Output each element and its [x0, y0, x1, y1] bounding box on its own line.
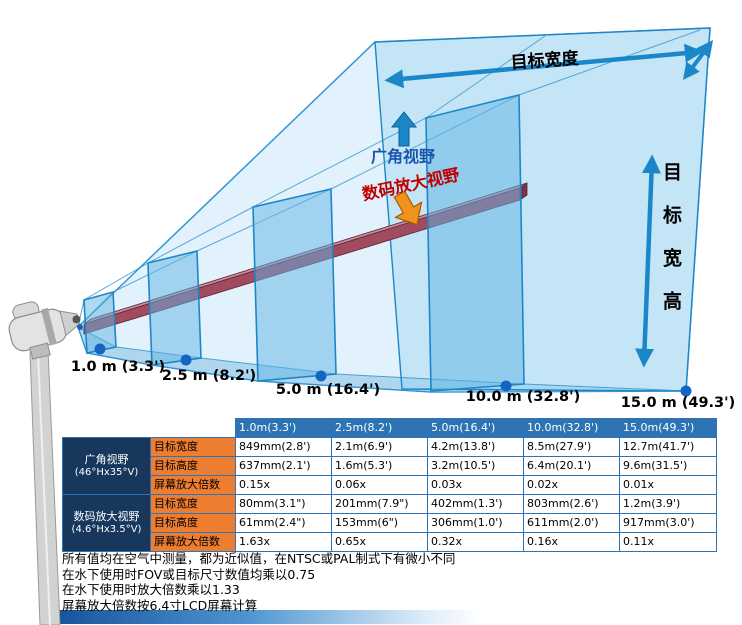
plane-1m	[83, 290, 117, 354]
row-label: 目标高度	[150, 513, 236, 533]
distance-label-5m: 5.0 m (16.4')	[276, 382, 380, 398]
blank-header-cell	[62, 418, 236, 438]
target-height-vertical-label: 目标宽高	[660, 162, 682, 334]
group-name: 广角视野	[84, 453, 129, 467]
column-header-2-5m: 2.5m(8.2')	[331, 418, 428, 438]
device-pole-highlight	[37, 353, 51, 625]
table-row: 数码放大视野 (4.6°Hx3.5°V) 目标宽度 80mm(3.1") 201…	[62, 494, 717, 552]
target-height-arrow	[635, 154, 661, 368]
note-line: 在水下使用时FOV或目标尺寸数值均乘以0.75	[62, 566, 316, 582]
device-illustration	[8, 301, 81, 360]
table-cell: 0.03x	[427, 475, 524, 495]
note-line: 在水下使用时放大倍数乘以1.33	[62, 582, 240, 597]
note-line: 屏幕放大倍数按6.4寸LCD屏幕计算	[62, 597, 258, 613]
table-row: 广角视野 (46°Hx35°V) 目标宽度 849mm(2.8') 2.1m(6…	[62, 437, 717, 495]
table-row: 目标高度 61mm(2.4") 153mm(6") 306mm(1.0') 61…	[63, 513, 717, 533]
column-header-10m: 10.0m(32.8')	[523, 418, 620, 438]
table-cell: 4.2m(13.8')	[427, 437, 524, 457]
table-cell: 803mm(2.6')	[523, 494, 620, 514]
table-cell: 637mm(2.1')	[235, 456, 332, 476]
column-header-15m: 15.0m(49.3')	[619, 418, 717, 438]
table-cell: 917mm(3.0')	[619, 513, 717, 533]
row-label: 目标宽度	[150, 494, 236, 514]
table-cell: 0.65x	[331, 532, 428, 552]
row-label: 目标高度	[150, 456, 236, 476]
target-width-arrow	[384, 43, 704, 89]
column-header-5m: 5.0m(16.4')	[427, 418, 524, 438]
note-line: 所有值均在空气中测量，都为近似值，在NTSC或PAL制式下有微小不同	[62, 551, 456, 566]
distance-dot-1m	[94, 343, 106, 355]
table-cell: 0.01x	[619, 475, 717, 495]
table-cell: 2.1m(6.9')	[331, 437, 428, 457]
wide-fov-up-arrow-icon	[390, 111, 418, 147]
table-cell: 61mm(2.4")	[235, 513, 332, 533]
table-row: 屏幕放大倍数 0.15x 0.06x 0.03x 0.02x 0.01x	[63, 475, 717, 495]
distance-label-10m: 10.0 m (32.8')	[466, 389, 580, 405]
distance-label-2-5m: 2.5 m (8.2')	[162, 368, 256, 384]
table-header-row: 1.0m(3.3') 2.5m(8.2') 5.0m(16.4') 10.0m(…	[62, 418, 717, 438]
distance-label-15m: 15.0 m (49.3')	[621, 395, 735, 411]
digital-fov-down-arrow-icon	[393, 190, 423, 226]
table-cell: 0.15x	[235, 475, 332, 495]
table-cell: 201mm(7.9")	[331, 494, 428, 514]
table-cell: 849mm(2.8')	[235, 437, 332, 457]
group-spec: (4.6°Hx3.5°V)	[71, 523, 142, 535]
ray-top-left	[77, 35, 546, 328]
table-row: 目标高度 637mm(2.1') 1.6m(5.3') 3.2m(10.5') …	[63, 456, 717, 476]
table-cell: 0.11x	[619, 532, 717, 552]
distance-dot-15m	[680, 385, 692, 397]
table-cell: 8.5m(27.9')	[523, 437, 620, 457]
fov-table: 1.0m(3.3') 2.5m(8.2') 5.0m(16.4') 10.0m(…	[62, 418, 717, 552]
distance-dot-5m	[315, 370, 327, 382]
table-cell: 0.16x	[523, 532, 620, 552]
table-cell: 611mm(2.0')	[523, 513, 620, 533]
corner-diagonal-arrow	[682, 39, 714, 81]
plane-2-5m	[147, 249, 202, 366]
frustum-bottom-face	[78, 327, 686, 392]
plane-5m	[252, 188, 337, 382]
target-width-label: 目标宽度	[510, 48, 580, 74]
row-label: 目标宽度	[150, 437, 236, 457]
footnotes: 所有值均在空气中测量，都为近似值，在NTSC或PAL制式下有微小不同 在水下使用…	[62, 551, 455, 613]
table-cell: 1.2m(3.9')	[619, 494, 717, 514]
group-cell-wide-fov: 广角视野 (46°Hx35°V)	[62, 437, 151, 495]
table-cell: 153mm(6")	[331, 513, 428, 533]
table-cell: 402mm(1.3')	[427, 494, 524, 514]
device-pole	[29, 349, 61, 625]
table-row: 屏幕放大倍数 1.63x 0.65x 0.32x 0.16x 0.11x	[63, 532, 717, 552]
group-name: 数码放大视野	[73, 510, 140, 524]
distance-dot-10m	[500, 380, 512, 392]
table-cell: 6.4m(20.1')	[523, 456, 620, 476]
table-cell: 80mm(3.1")	[235, 494, 332, 514]
table-cell: 12.7m(41.7')	[619, 437, 717, 457]
row-label: 屏幕放大倍数	[150, 475, 236, 495]
table-cell: 0.32x	[427, 532, 524, 552]
distance-dot-2-5m	[180, 354, 192, 366]
footer-decoration-bar	[55, 610, 480, 624]
table-cell: 3.2m(10.5')	[427, 456, 524, 476]
group-spec: (46°Hx35°V)	[74, 466, 139, 478]
table-cell: 1.6m(5.3')	[331, 456, 428, 476]
column-header-1m: 1.0m(3.3')	[235, 418, 332, 438]
wide-fov-label: 广角视野	[371, 147, 435, 166]
table-cell: 0.06x	[331, 475, 428, 495]
table-cell: 0.02x	[523, 475, 620, 495]
apex-dot	[77, 324, 83, 330]
plane-10m	[425, 93, 525, 392]
table-cell: 9.6m(31.5')	[619, 456, 717, 476]
row-label: 屏幕放大倍数	[150, 532, 236, 552]
group-cell-digital-fov: 数码放大视野 (4.6°Hx3.5°V)	[62, 494, 151, 552]
table-cell: 1.63x	[235, 532, 332, 552]
distance-label-1m: 1.0 m (3.3')	[71, 359, 165, 375]
table-cell: 306mm(1.0')	[427, 513, 524, 533]
